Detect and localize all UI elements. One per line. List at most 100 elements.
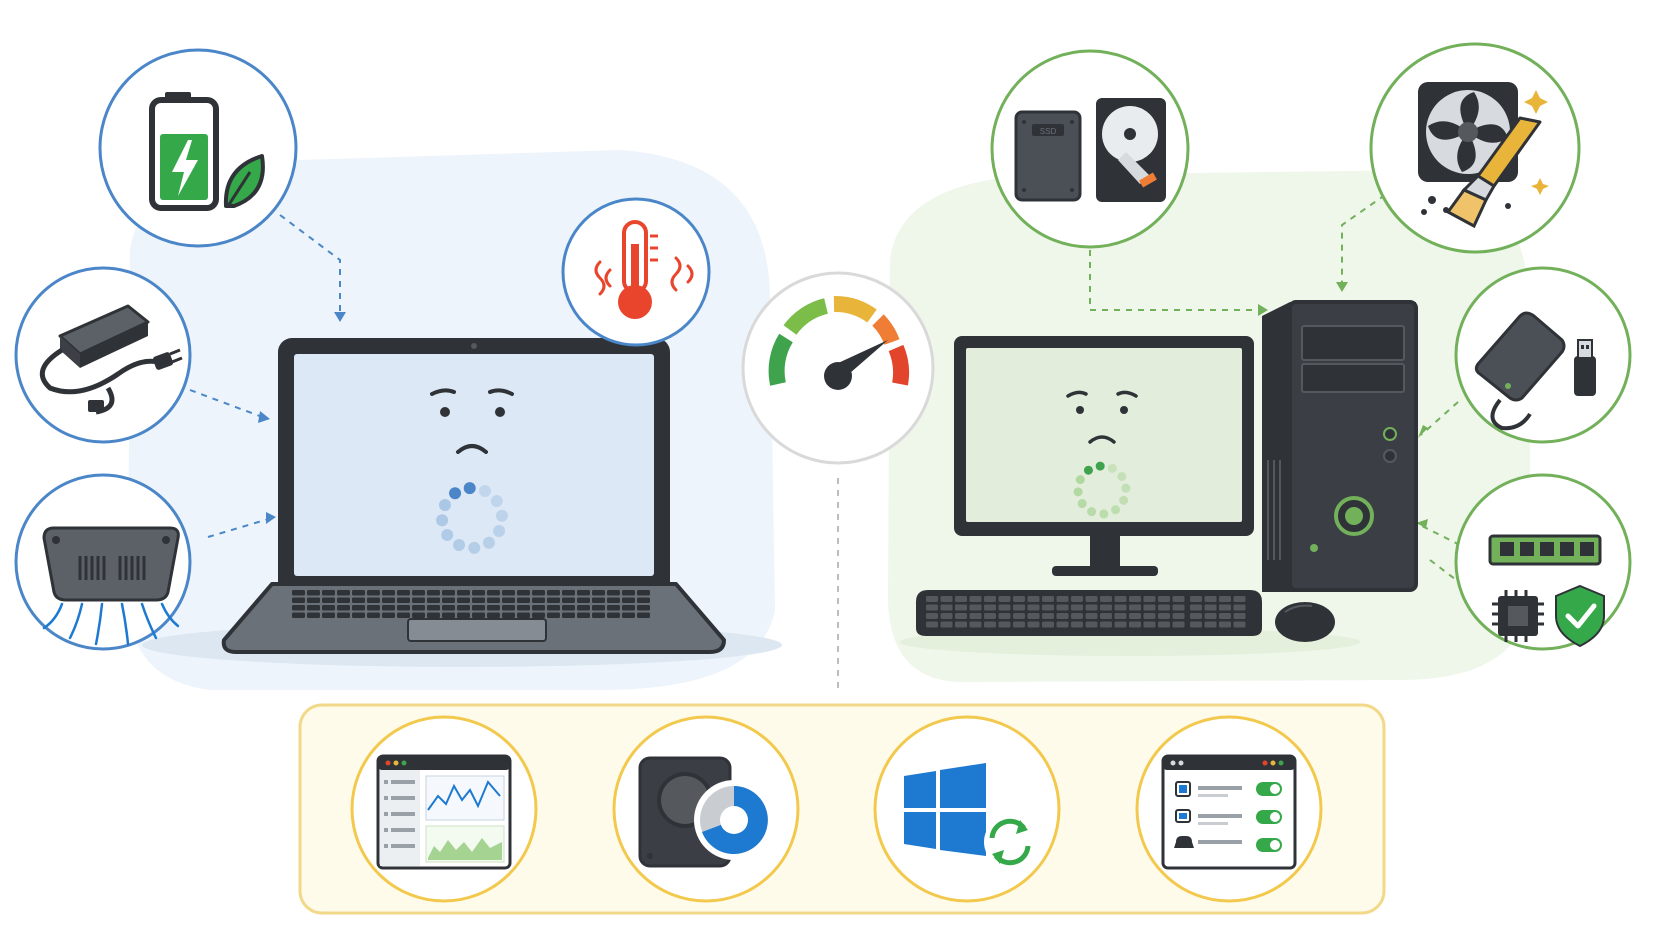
keyboard-key[interactable] [637, 590, 650, 596]
keyboard-key[interactable] [622, 597, 635, 604]
keyboard-key[interactable] [1233, 604, 1246, 611]
keyboard-key[interactable] [502, 605, 515, 611]
keyboard-key[interactable] [472, 612, 485, 619]
keyboard-key[interactable] [926, 596, 938, 602]
keyboard-key[interactable] [472, 590, 485, 596]
keyboard-key[interactable] [397, 605, 410, 611]
keyboard-key[interactable] [1172, 621, 1185, 628]
keyboard-key[interactable] [412, 597, 425, 604]
keyboard-key[interactable] [1027, 604, 1040, 611]
keyboard-key[interactable] [955, 613, 967, 619]
keyboard-key[interactable] [1013, 613, 1025, 619]
keyboard-key[interactable] [292, 605, 305, 611]
keyboard-key[interactable] [955, 604, 967, 611]
keyboard-key[interactable] [1085, 621, 1098, 628]
keyboard-key[interactable] [457, 612, 470, 619]
keyboard-key[interactable] [1158, 604, 1170, 611]
keyboard-key[interactable] [547, 590, 560, 596]
keyboard-key[interactable] [926, 604, 938, 611]
keyboard-key[interactable] [367, 605, 380, 611]
keyboard-key[interactable] [1129, 596, 1141, 602]
keyboard-key[interactable] [1204, 604, 1217, 611]
keyboard-key[interactable] [427, 597, 440, 604]
keyboard-key[interactable] [577, 612, 590, 619]
keyboard-key[interactable] [1114, 621, 1127, 628]
keyboard-key[interactable] [1042, 613, 1054, 619]
startup-toggle[interactable] [1256, 838, 1282, 852]
keyboard-key[interactable] [969, 596, 982, 602]
keyboard-key[interactable] [307, 612, 320, 619]
keyboard-key[interactable] [1013, 621, 1025, 628]
keyboard-key[interactable] [502, 597, 515, 604]
keyboard-key[interactable] [969, 604, 982, 611]
keyboard-key[interactable] [1143, 613, 1156, 619]
keyboard-key[interactable] [562, 612, 575, 619]
keyboard-key[interactable] [1114, 604, 1127, 611]
keyboard-key[interactable] [1190, 613, 1202, 619]
keyboard-key[interactable] [502, 590, 515, 596]
keyboard-key[interactable] [940, 621, 953, 628]
keyboard-key[interactable] [442, 612, 455, 619]
keyboard-key[interactable] [517, 597, 530, 604]
keyboard-key[interactable] [1190, 621, 1202, 628]
keyboard-key[interactable] [397, 612, 410, 619]
keyboard-key[interactable] [382, 612, 395, 619]
keyboard-key[interactable] [1143, 604, 1156, 611]
keyboard-key[interactable] [562, 590, 575, 596]
keyboard-key[interactable] [487, 605, 500, 611]
keyboard-key[interactable] [1056, 613, 1069, 619]
keyboard-key[interactable] [607, 590, 620, 596]
keyboard-key[interactable] [322, 590, 335, 596]
keyboard-key[interactable] [382, 590, 395, 596]
keyboard-key[interactable] [1085, 613, 1098, 619]
keyboard-key[interactable] [1071, 596, 1083, 602]
keyboard-key[interactable] [1100, 613, 1112, 619]
keyboard-key[interactable] [352, 590, 365, 596]
startup-toggle[interactable] [1256, 810, 1282, 824]
keyboard-key[interactable] [577, 590, 590, 596]
keyboard-key[interactable] [637, 605, 650, 611]
keyboard-key[interactable] [637, 597, 650, 604]
keyboard-key[interactable] [562, 597, 575, 604]
keyboard-key[interactable] [367, 612, 380, 619]
keyboard-key[interactable] [1056, 596, 1069, 602]
keyboard-key[interactable] [547, 605, 560, 611]
keyboard-key[interactable] [1219, 604, 1231, 611]
keyboard-key[interactable] [1027, 596, 1040, 602]
keyboard-key[interactable] [292, 590, 305, 596]
keyboard-key[interactable] [1190, 604, 1202, 611]
keyboard-key[interactable] [337, 612, 350, 619]
keyboard-key[interactable] [442, 597, 455, 604]
keyboard-key[interactable] [1013, 604, 1025, 611]
startup-toggle[interactable] [1256, 782, 1282, 796]
keyboard-key[interactable] [307, 597, 320, 604]
keyboard-key[interactable] [517, 590, 530, 596]
keyboard-key[interactable] [577, 597, 590, 604]
keyboard-key[interactable] [1100, 621, 1112, 628]
keyboard-key[interactable] [998, 596, 1011, 602]
keyboard-key[interactable] [1129, 621, 1141, 628]
keyboard-key[interactable] [517, 605, 530, 611]
keyboard-key[interactable] [622, 590, 635, 596]
keyboard-key[interactable] [502, 612, 515, 619]
keyboard-key[interactable] [517, 612, 530, 619]
keyboard-key[interactable] [397, 590, 410, 596]
keyboard-key[interactable] [457, 597, 470, 604]
keyboard-key[interactable] [427, 612, 440, 619]
keyboard-key[interactable] [547, 612, 560, 619]
keyboard-key[interactable] [1027, 613, 1040, 619]
keyboard-key[interactable] [397, 597, 410, 604]
keyboard-key[interactable] [1172, 604, 1185, 611]
keyboard-key[interactable] [1071, 604, 1083, 611]
keyboard-key[interactable] [1042, 596, 1054, 602]
keyboard-key[interactable] [969, 613, 982, 619]
keyboard-key[interactable] [1204, 596, 1217, 602]
keyboard-key[interactable] [472, 597, 485, 604]
keyboard-key[interactable] [487, 590, 500, 596]
keyboard-key[interactable] [532, 597, 545, 604]
keyboard-key[interactable] [382, 605, 395, 611]
keyboard-key[interactable] [984, 596, 996, 602]
keyboard-key[interactable] [1042, 621, 1054, 628]
keyboard-key[interactable] [1233, 596, 1246, 602]
keyboard-key[interactable] [532, 605, 545, 611]
